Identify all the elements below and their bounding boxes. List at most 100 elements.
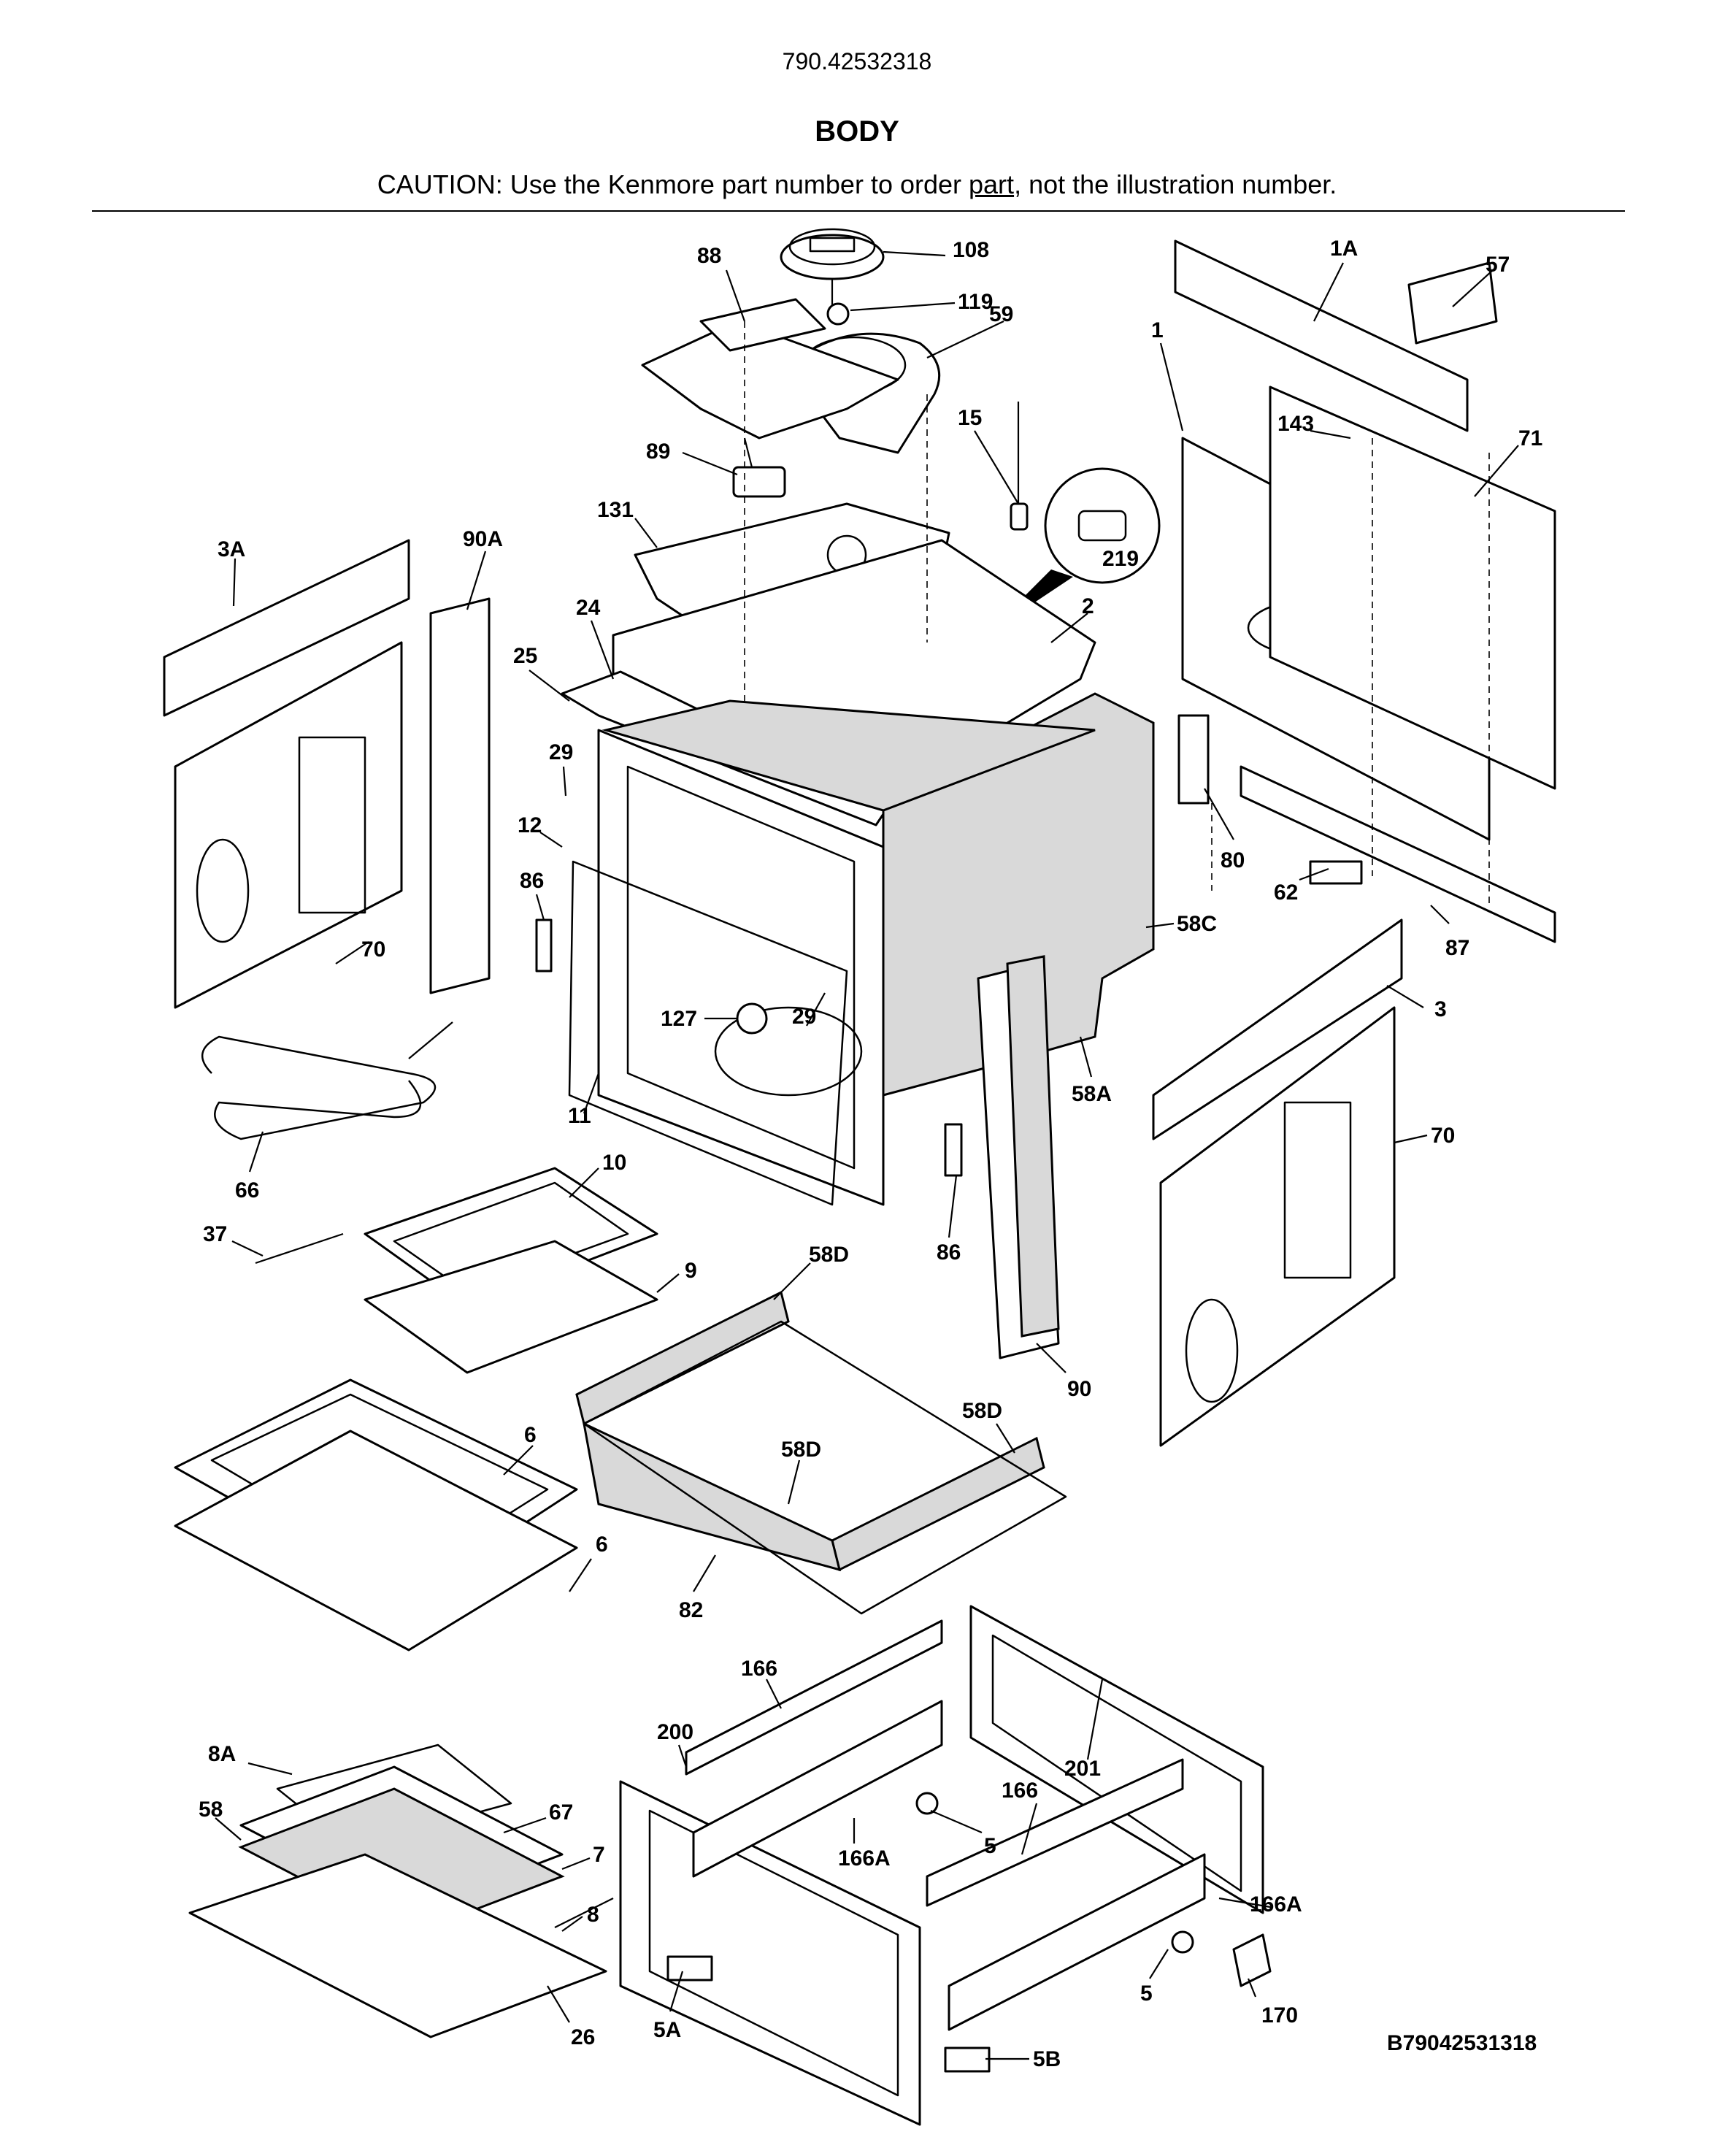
bottom-tray[interactable] xyxy=(188,1853,607,2038)
callout-10: 10 xyxy=(602,1151,626,1175)
door-lock-bracket[interactable] xyxy=(535,918,963,1177)
callout-66: 66 xyxy=(235,1178,259,1202)
callout-11: 11 xyxy=(568,1104,591,1128)
callout-1A: 1A xyxy=(1330,237,1358,261)
left-side-top-rail[interactable] xyxy=(163,539,410,717)
callout-67: 67 xyxy=(549,1800,573,1825)
callout-26: 26 xyxy=(571,2025,595,2049)
rear-top-rail[interactable] xyxy=(1174,239,1469,432)
bottom-frame[interactable] xyxy=(583,1320,1067,1615)
right-side-top-rail[interactable] xyxy=(1152,918,1403,1140)
vent-cover[interactable] xyxy=(1407,261,1498,345)
rear-cover-panel[interactable] xyxy=(1269,385,1556,790)
callout-58D-center: 58D xyxy=(781,1438,821,1462)
broiler-pan[interactable] xyxy=(364,1240,658,1374)
callout-166-lower: 166 xyxy=(1002,1779,1038,1803)
side-channel-upper[interactable] xyxy=(692,1700,943,1878)
callout-88: 88 xyxy=(697,244,721,268)
left-side-trim[interactable] xyxy=(429,597,491,994)
limit-thermostat[interactable] xyxy=(732,437,786,498)
callout-58C: 58C xyxy=(1177,912,1217,936)
rear-support-rail[interactable] xyxy=(1240,765,1556,943)
alignment-lines xyxy=(744,321,1490,905)
callout-119: 119 xyxy=(958,290,993,314)
callout-8: 8 xyxy=(587,1903,599,1927)
callout-71: 71 xyxy=(1518,426,1542,450)
callout-3A: 3A xyxy=(218,537,245,561)
callout-58D-right: 58D xyxy=(962,1399,1002,1423)
callout-108: 108 xyxy=(953,238,989,262)
callout-200: 200 xyxy=(657,1720,693,1744)
lower-front-insulation[interactable] xyxy=(575,1290,1045,1572)
callout-90: 90 xyxy=(1067,1377,1091,1401)
callout-29-cavity: 29 xyxy=(792,1005,816,1029)
callout-58: 58 xyxy=(199,1798,223,1822)
callout-29-top: 29 xyxy=(549,740,573,764)
callout-58D-top: 58D xyxy=(809,1243,849,1267)
left-side-panel[interactable] xyxy=(174,641,403,1009)
callout-12: 12 xyxy=(518,813,542,837)
callout-201: 201 xyxy=(1064,1757,1101,1781)
door-gasket[interactable] xyxy=(568,860,848,1206)
fan-shroud-bracket[interactable] xyxy=(641,298,899,440)
callout-219: 219 xyxy=(1102,547,1139,571)
side-insulation-strip[interactable] xyxy=(1006,955,1060,1338)
model-number: 790.42532318 xyxy=(782,48,932,74)
callout-58A: 58A xyxy=(1072,1082,1112,1106)
callout-57: 57 xyxy=(1486,253,1510,277)
callout-59: 59 xyxy=(989,302,1013,326)
convection-fan-motor[interactable] xyxy=(780,228,885,307)
element-bracket[interactable] xyxy=(554,1898,614,1928)
oven-light-assembly[interactable] xyxy=(736,1002,768,1035)
callout-6-upper: 6 xyxy=(524,1423,537,1447)
oven-cavity[interactable] xyxy=(597,729,885,1206)
callout-90A: 90A xyxy=(463,527,503,551)
callout-leaders xyxy=(215,250,1519,2060)
callout-25: 25 xyxy=(513,644,537,668)
side-rail-lower[interactable] xyxy=(926,1758,1184,1907)
section-title: BODY xyxy=(815,115,899,147)
callout-143: 143 xyxy=(1277,412,1314,436)
callout-5-upper: 5 xyxy=(984,1834,996,1858)
callout-62: 62 xyxy=(1274,881,1298,905)
callout-8A: 8A xyxy=(208,1742,236,1766)
callout-86-left: 86 xyxy=(520,869,544,893)
callout-86-right: 86 xyxy=(937,1240,961,1265)
callout-7: 7 xyxy=(593,1843,605,1867)
callout-37: 37 xyxy=(203,1222,227,1246)
callout-3: 3 xyxy=(1434,997,1447,1021)
callout-6-lower: 6 xyxy=(596,1532,608,1557)
side-channel-lower[interactable] xyxy=(948,1853,1206,2031)
right-side-panel[interactable] xyxy=(1159,1006,1396,1447)
caution-note: CAUTION: Use the Kenmore part number to … xyxy=(0,169,1714,200)
callout-89: 89 xyxy=(646,440,670,464)
header-divider xyxy=(92,210,1625,212)
caution-part-link[interactable]: part xyxy=(969,169,1015,199)
callout-80: 80 xyxy=(1221,848,1245,872)
drawing-id: B79042531318 xyxy=(1387,2031,1537,2055)
callout-127: 127 xyxy=(661,1007,697,1031)
callout-70-left: 70 xyxy=(361,937,385,962)
broil-element[interactable] xyxy=(201,1021,453,1140)
terminal-block[interactable] xyxy=(1309,860,1363,885)
oven-sensor-probe[interactable] xyxy=(1010,402,1029,531)
callout-5-lower: 5 xyxy=(1140,1982,1153,2006)
callout-1: 1 xyxy=(1151,318,1164,342)
leveling-leg[interactable] xyxy=(915,1792,1194,1954)
callout-5A: 5A xyxy=(653,2018,681,2042)
hinge-receptacle[interactable] xyxy=(666,1955,991,2073)
callout-9: 9 xyxy=(685,1259,697,1283)
callout-82: 82 xyxy=(679,1598,703,1622)
callout-166-upper: 166 xyxy=(741,1657,777,1681)
rear-lower-bracket[interactable] xyxy=(1177,714,1210,805)
insulation-wrap[interactable] xyxy=(602,692,1155,1097)
rear-frame[interactable] xyxy=(969,1605,1264,1914)
callout-166A-right: 166A xyxy=(1250,1892,1302,1917)
element-wire-connector[interactable] xyxy=(255,1232,344,1265)
fan-blade[interactable] xyxy=(826,302,850,326)
anti-tip-bracket[interactable] xyxy=(1232,1933,1272,1987)
callout-70-right: 70 xyxy=(1431,1124,1455,1148)
oven-rack-lower[interactable] xyxy=(174,1430,578,1651)
caution-text-suffix: , not the illustration number. xyxy=(1014,169,1337,199)
